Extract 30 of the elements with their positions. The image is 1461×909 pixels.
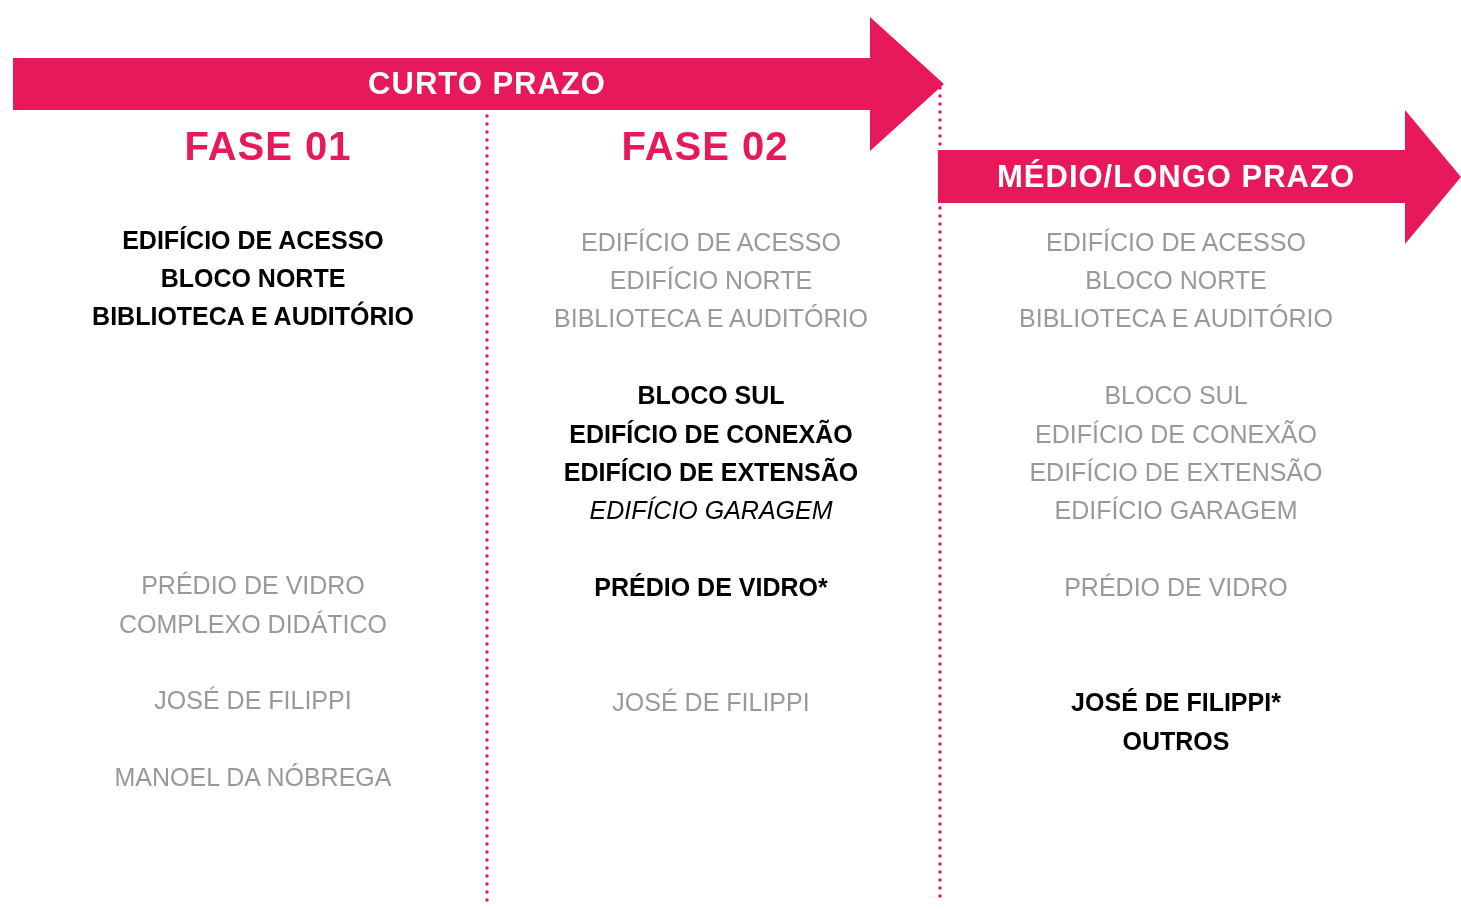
- phase-heading: FASE 01: [184, 123, 352, 169]
- building-name: PRÉDIO DE VIDRO: [141, 570, 365, 600]
- building-name: EDIFÍCIO DE CONEXÃO: [569, 419, 853, 449]
- building-name: EDIFÍCIO DE CONEXÃO: [1035, 419, 1317, 449]
- building-name: BLOCO SUL: [1104, 380, 1248, 410]
- building-name: JOSÉ DE FILIPPI*: [1071, 687, 1281, 717]
- building-name: EDIFÍCIO DE ACESSO: [1046, 227, 1306, 257]
- arrow-label: CURTO PRAZO: [368, 66, 606, 102]
- building-name: PRÉDIO DE VIDRO*: [594, 572, 828, 602]
- building-name: BIBLIOTECA E AUDITÓRIO: [554, 303, 868, 333]
- building-name: EDIFÍCIO DE EXTENSÃO: [1029, 457, 1323, 487]
- building-name: JOSÉ DE FILIPPI: [154, 685, 352, 715]
- arrow-label: MÉDIO/LONGO PRAZO: [997, 159, 1355, 195]
- building-name: COMPLEXO DIDÁTICO: [118, 609, 388, 639]
- building-name: EDIFÍCIO DE ACESSO: [581, 227, 841, 257]
- building-name: EDIFÍCIO DE EXTENSÃO: [563, 457, 859, 487]
- building-name: BIBLIOTECA E AUDITÓRIO: [1019, 303, 1333, 333]
- phase-heading: FASE 02: [621, 123, 789, 169]
- building-name: PRÉDIO DE VIDRO: [1064, 572, 1288, 602]
- building-name: EDIFÍCIO GARAGEM: [1054, 495, 1298, 525]
- building-name: EDIFÍCIO NORTE: [609, 265, 813, 295]
- building-name: EDIFÍCIO GARAGEM: [589, 495, 833, 525]
- building-name: MANOEL DA NÓBREGA: [114, 762, 392, 792]
- building-name: EDIFÍCIO DE ACESSO: [122, 225, 384, 255]
- building-name: BLOCO SUL: [637, 380, 785, 410]
- building-name: OUTROS: [1122, 726, 1230, 756]
- building-name: BLOCO NORTE: [1085, 265, 1267, 295]
- building-name: JOSÉ DE FILIPPI: [612, 687, 810, 717]
- building-name: BIBLIOTECA E AUDITÓRIO: [92, 301, 414, 331]
- building-name: BLOCO NORTE: [160, 263, 346, 293]
